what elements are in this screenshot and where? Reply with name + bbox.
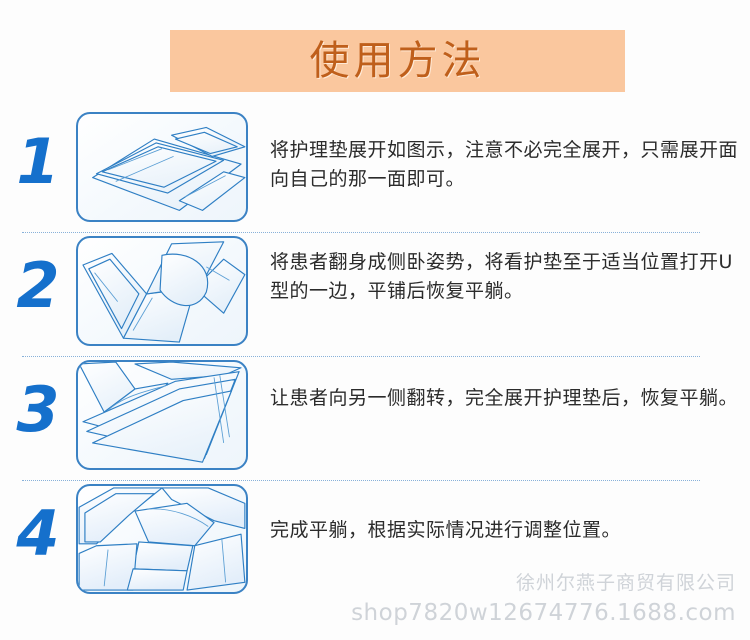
step-item: 3 <box>0 356 750 480</box>
step-item: 1 <box>0 108 750 232</box>
step-number: 3 <box>16 373 60 446</box>
step-number: 1 <box>16 125 60 198</box>
pad-u-shape-side-lying-illustration <box>76 236 248 346</box>
step-description: 将护理垫展开如图示，注意不必完全展开，只需展开面向自己的那一面即可。 <box>270 139 739 191</box>
steps-list: 1 <box>0 108 750 604</box>
step-description: 将患者翻身成侧卧姿势，将看护垫至于适当位置打开U型的一边，平铺后恢复平躺。 <box>270 251 733 303</box>
step-number: 4 <box>16 497 60 570</box>
pad-unfolded-illustration <box>76 112 248 222</box>
page-title-banner: 使用方法 <box>170 30 625 92</box>
step-divider <box>22 480 700 481</box>
step-description: 让患者向另一侧翻转，完全展开护理垫后，恢复平躺。 <box>270 387 739 409</box>
step-number: 2 <box>16 249 60 322</box>
step-divider <box>22 356 700 357</box>
step-divider <box>22 232 700 233</box>
step-description: 完成平躺，根据实际情况进行调整位置。 <box>270 519 622 541</box>
pad-turn-other-side-illustration <box>76 360 248 470</box>
step-item: 2 <box>0 232 750 356</box>
step-item: 4 <box>0 480 750 604</box>
page-title: 使用方法 <box>309 38 486 84</box>
pad-final-position-illustration <box>76 484 248 594</box>
